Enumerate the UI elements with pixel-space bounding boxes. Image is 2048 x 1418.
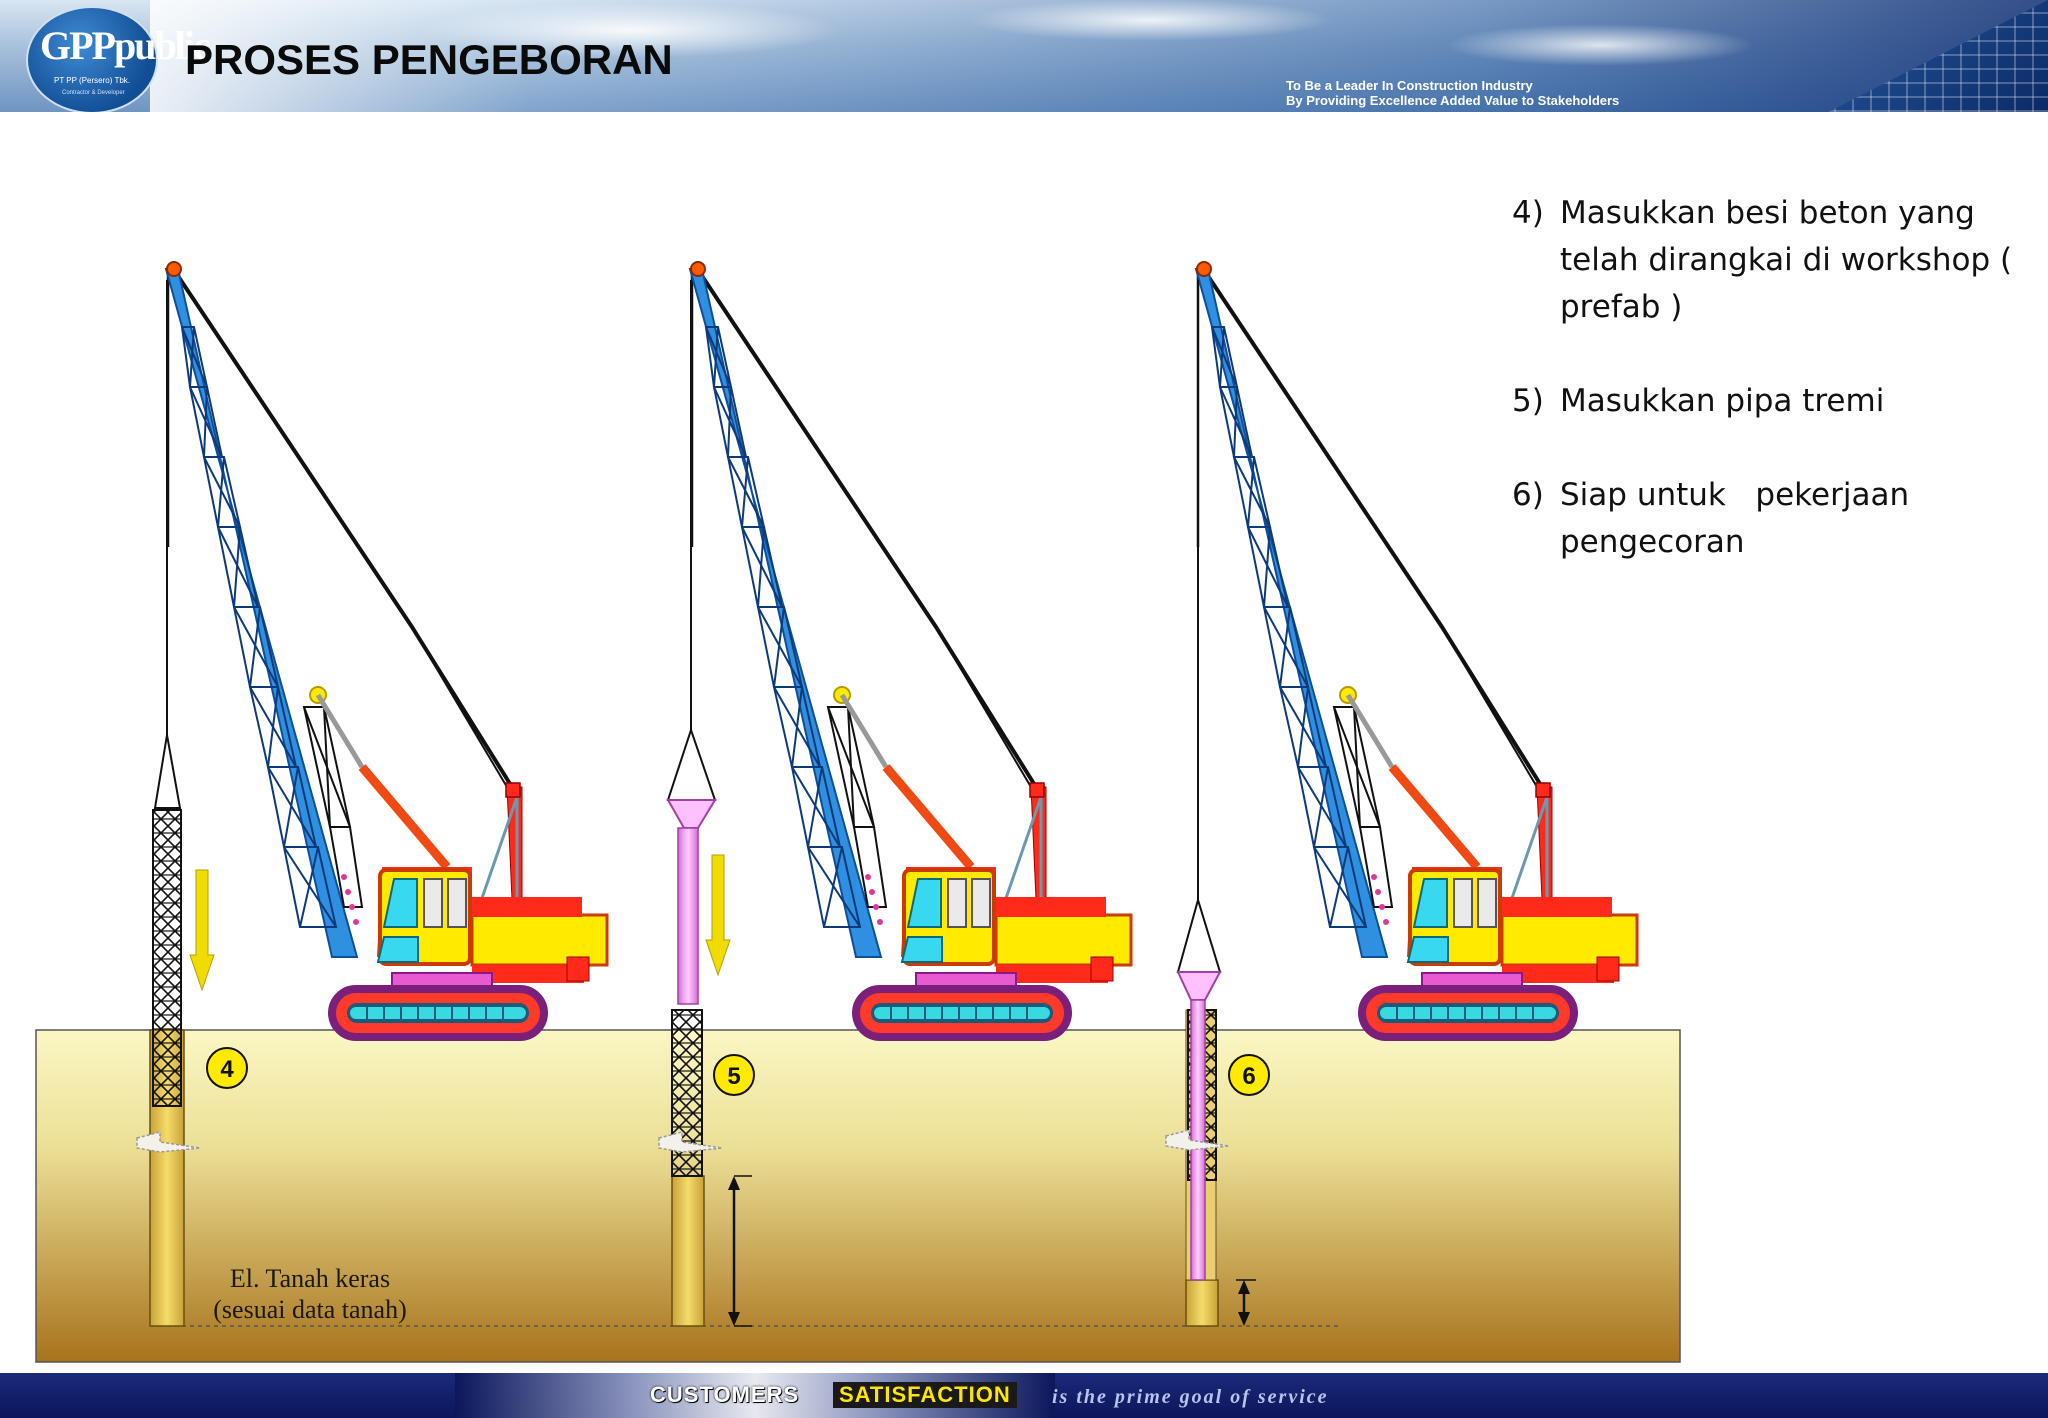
- footer-customers: CUSTOMERS: [650, 1382, 800, 1407]
- company-logo: GPPpublic PT PP (Persero) Tbk. Contracto…: [26, 6, 211, 112]
- footer-goal: is the prime goal of service: [1052, 1386, 1329, 1408]
- logo-subline: Contractor & Developer: [62, 90, 125, 96]
- svg-text:5: 5: [727, 1063, 740, 1090]
- step-badge-6: 6: [1228, 1054, 1270, 1096]
- step-number: 6): [1512, 477, 1544, 513]
- footer-satisfaction: SATISFACTION: [833, 1382, 1017, 1408]
- stage-6-ready-for-casting: [1165, 280, 1256, 1327]
- svg-text:6: 6: [1242, 1063, 1255, 1090]
- hard-soil-label-line-2: (sesuai data tanah): [213, 1295, 406, 1324]
- logo-company-name: PT PP (Persero) Tbk.: [54, 76, 131, 85]
- hard-soil-label-line-1: El. Tanah keras: [230, 1264, 390, 1293]
- step-item-5: 5) Masukkan pipa tremi: [1512, 378, 2032, 425]
- tagline-line-2: By Providing Excellence Added Value to S…: [1286, 93, 1620, 108]
- step-number: 5): [1512, 383, 1544, 419]
- step-text: Masukkan pipa tremi: [1560, 383, 1885, 419]
- page-title: PROSES PENGEBORAN: [185, 36, 673, 83]
- ground-layer: [35, 1029, 1681, 1363]
- step-list: 4) Masukkan besi beton yang telah dirang…: [1512, 190, 2032, 613]
- crawler-crane-1: [166, 262, 607, 1037]
- step-badge-5: 5: [713, 1054, 755, 1096]
- tagline-line-1: To Be a Leader In Construction Industry: [1286, 78, 1533, 93]
- footer-banner: CUSTOMERS SATISFACTION is the prime goal…: [0, 1373, 2048, 1418]
- step-text: Masukkan besi beton yang telah dirangkai…: [1560, 195, 2013, 325]
- step-number: 4): [1512, 195, 1544, 231]
- sky-background: [150, 0, 2048, 112]
- crawler-crane-2: [690, 262, 1131, 1037]
- stage-4-rebar-insertion: [136, 280, 215, 1327]
- step-item-6: 6) Siap untuk pekerjaan pengecoran: [1512, 472, 2032, 566]
- tagline: To Be a Leader In Construction Industry …: [1286, 78, 1619, 108]
- step-badge-4: 4: [206, 1047, 248, 1089]
- step-item-4: 4) Masukkan besi beton yang telah dirang…: [1512, 190, 2032, 331]
- stage-5-tremie-pipe: [658, 280, 752, 1327]
- header-banner: GPPpublic PT PP (Persero) Tbk. Contracto…: [0, 0, 2048, 112]
- step-text: Siap untuk pekerjaan pengecoran: [1560, 477, 1919, 560]
- logo-wordmark: GPPpublic: [40, 23, 211, 68]
- svg-text:4: 4: [220, 1056, 234, 1083]
